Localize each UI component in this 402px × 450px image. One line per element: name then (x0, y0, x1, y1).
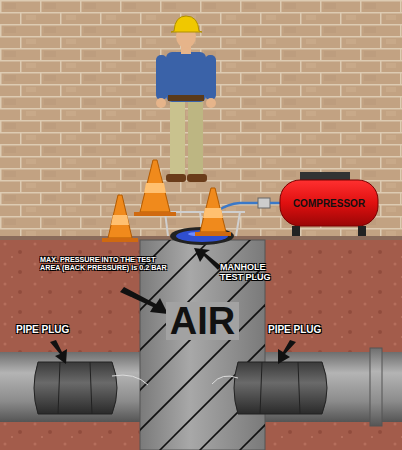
compressor (280, 172, 378, 236)
pipe-plug-left (34, 362, 148, 414)
callout-label: MANHOLE TEST PLUG (220, 262, 284, 283)
callout-label: PIPE PLUG (268, 324, 348, 336)
traffic-cones (102, 160, 231, 242)
manhole-shaft-area: AIR (150, 295, 255, 347)
compressor-tank: COMPRESSOR (282, 186, 376, 220)
shape-label: AIR (166, 302, 239, 340)
shape-label: COMPRESSOR (293, 198, 365, 209)
pipe-plug-right (212, 362, 327, 414)
brick-wall (0, 0, 402, 240)
worker (156, 16, 216, 182)
pressure-note: MAX. PRESSURE INTO THE TEST AREA (BACK P… (40, 256, 168, 273)
ground (0, 238, 402, 450)
callout-label: PIPE PLUG (16, 324, 96, 336)
